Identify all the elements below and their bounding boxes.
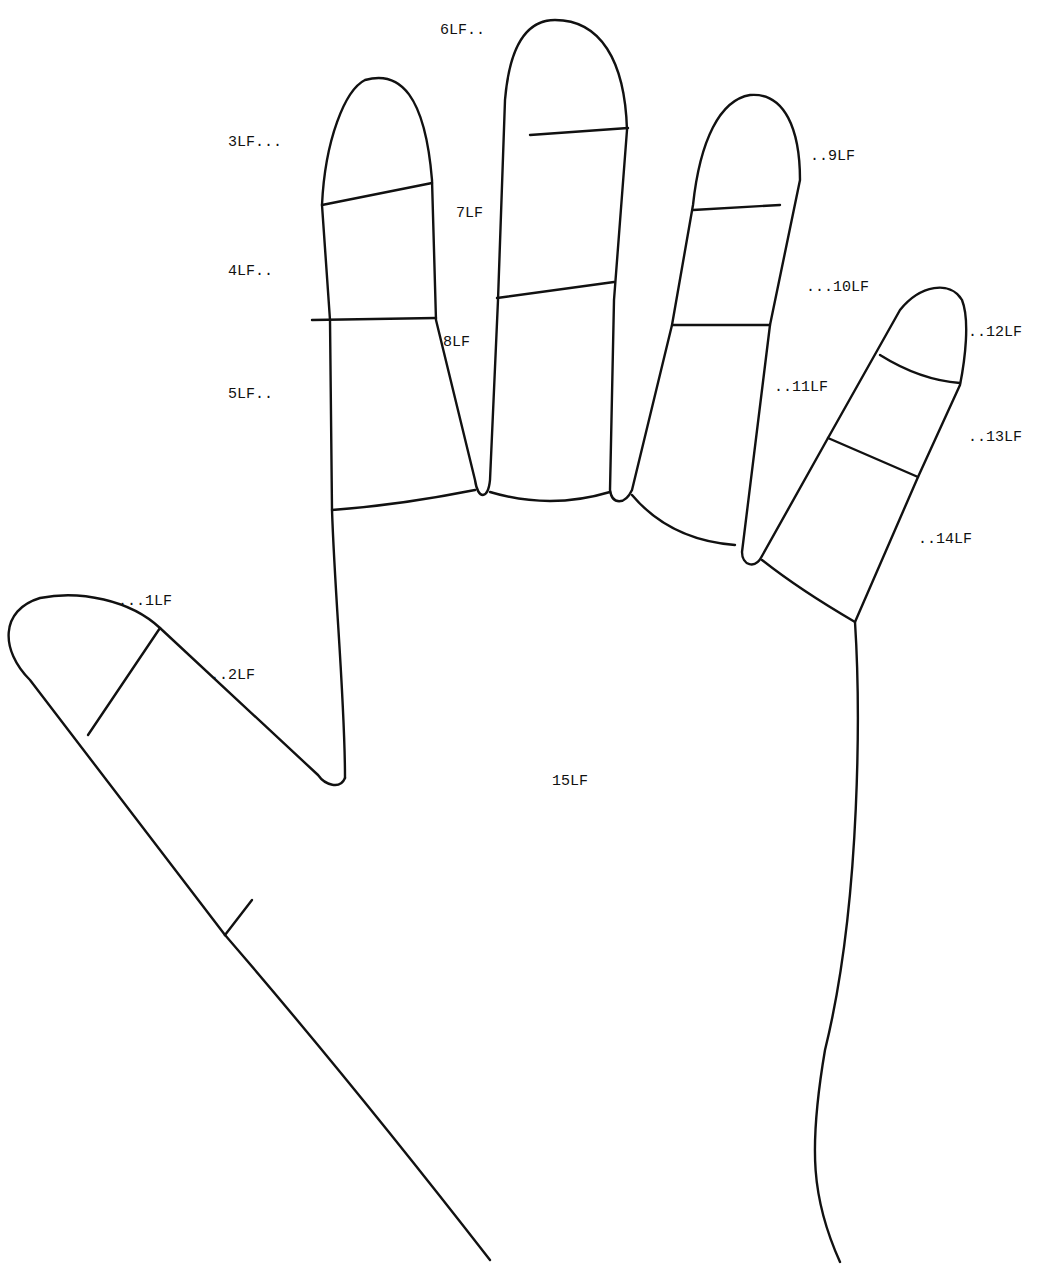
ring-base [632, 495, 735, 545]
region-label: ..2LF [210, 667, 255, 685]
region-label: 3LF... [228, 134, 282, 152]
region-label: 7LF [456, 205, 483, 223]
index-crease [312, 318, 436, 320]
middle-crease [497, 282, 614, 298]
ring-crease [693, 205, 780, 210]
index-base [332, 490, 475, 510]
region-label: 5LF.. [228, 386, 273, 404]
little-crease [828, 438, 918, 477]
middle-crease [530, 128, 628, 135]
thumb-base [225, 900, 252, 935]
wrist-line [225, 935, 490, 1260]
little-crease [880, 355, 960, 383]
ring-crease [672, 324, 770, 326]
region-label: 8LF [443, 334, 470, 352]
middle-base [490, 492, 610, 501]
region-label: 15LF [552, 773, 588, 791]
region-label: ...1LF [118, 593, 172, 611]
region-label: 6LF.. [440, 22, 485, 40]
region-label: ..9LF [810, 148, 855, 166]
region-label: ..13LF [968, 429, 1022, 447]
thumb-outline [9, 595, 345, 935]
region-label: ..12LF [968, 324, 1022, 342]
region-label: ..11LF [774, 379, 828, 397]
thumb-crease [88, 628, 160, 735]
little-base [762, 560, 855, 622]
index-crease [322, 183, 432, 205]
hand-outline-main [322, 20, 966, 1262]
region-label: ...10LF [806, 279, 869, 297]
region-label: ..14LF [918, 531, 972, 549]
region-label: 4LF.. [228, 263, 273, 281]
